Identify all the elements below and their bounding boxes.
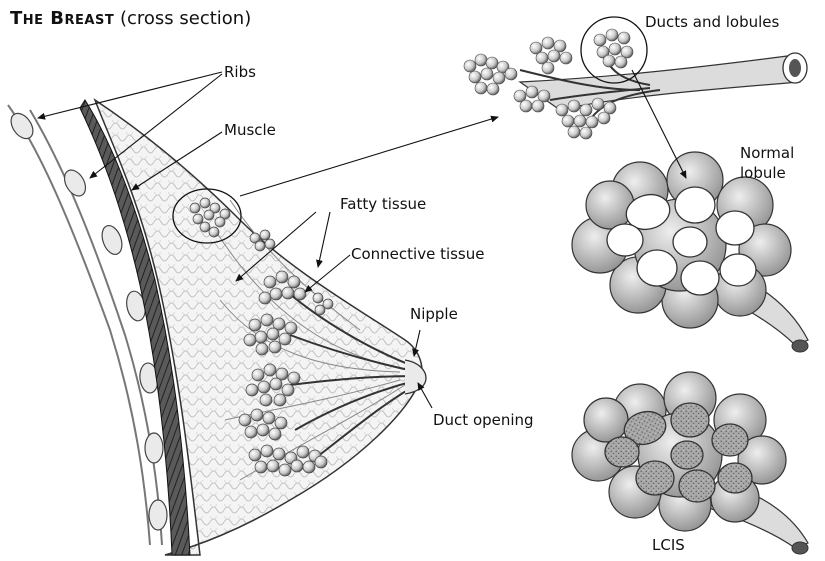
nipple-shape xyxy=(405,360,426,394)
label-fatty-tissue: Fatty tissue xyxy=(340,195,426,213)
label-ducts-and-lobules: Ducts and lobules xyxy=(645,13,779,31)
label-nipple: Nipple xyxy=(410,305,458,323)
label-connective-tissue: Connective tissue xyxy=(351,245,484,263)
label-normal-lobule-line1: Normal xyxy=(740,144,794,162)
label-lcis: LCIS xyxy=(652,536,685,554)
lcis-lobule-illustration xyxy=(572,372,808,554)
label-normal-lobule-line2: lobule xyxy=(740,164,786,182)
normal-lobule-illustration xyxy=(572,152,808,352)
label-duct-opening: Duct opening xyxy=(433,411,534,429)
label-ribs: Ribs xyxy=(224,63,256,81)
label-muscle: Muscle xyxy=(224,121,276,139)
